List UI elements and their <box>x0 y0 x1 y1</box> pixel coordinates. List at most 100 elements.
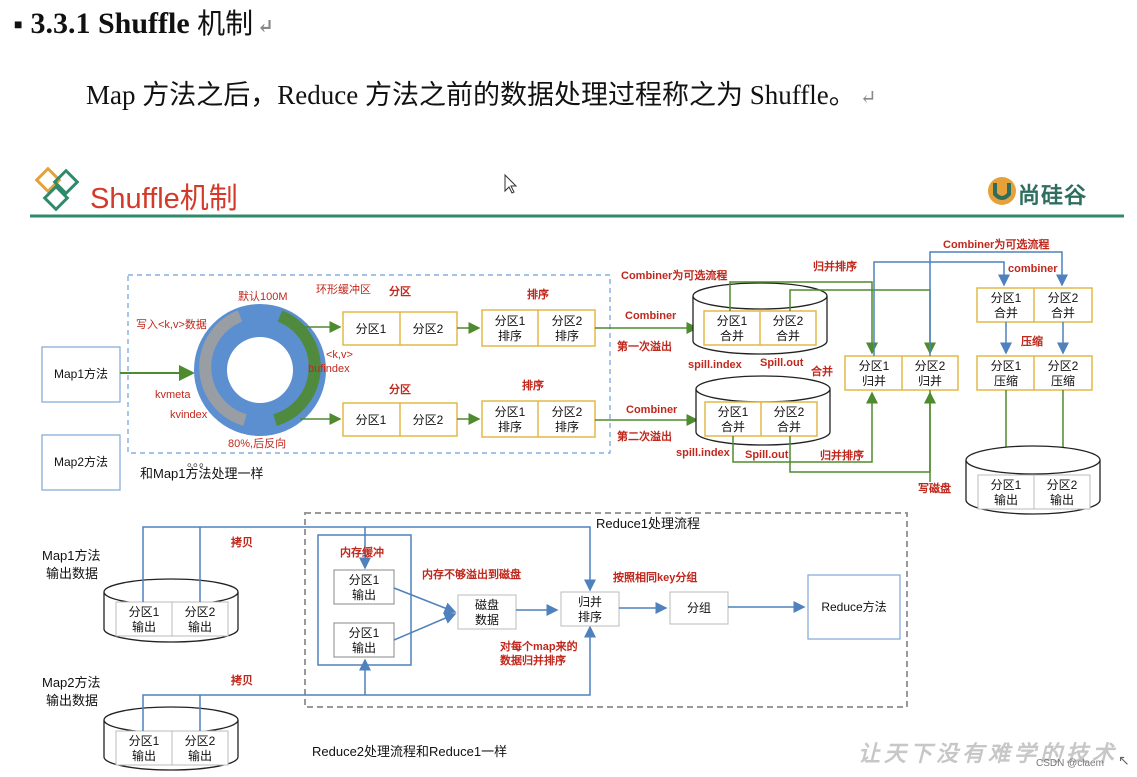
combiner-optional-label-right: Combiner为可选流程 <box>943 237 1049 251</box>
default-size-label: 默认100M <box>238 290 288 303</box>
kvmeta-label: kvmeta <box>155 389 191 401</box>
svg-text:分区2: 分区2 <box>185 734 216 748</box>
disk-data-box <box>457 594 517 630</box>
svg-text:分组: 分组 <box>687 601 711 615</box>
svg-text:磁盘: 磁盘 <box>475 597 499 612</box>
spill-index-label-2: spill.index <box>676 447 731 459</box>
merge-sort-label-bottom: 归并排序 <box>820 448 864 462</box>
return-mark-icon: ↵ <box>257 16 274 38</box>
svg-text:输出: 输出 <box>352 587 376 602</box>
svg-text:归并: 归并 <box>862 374 886 388</box>
combiner-label-2: Combiner <box>626 404 678 416</box>
mem-spill-label: 内存不够溢出到磁盘 <box>422 567 521 581</box>
mouse-cursor-icon <box>504 173 518 194</box>
write-disk-label: 写磁盘 <box>918 481 951 495</box>
svg-text:Reduce方法: Reduce方法 <box>821 599 886 614</box>
map2-label: Map2方法 <box>54 454 108 469</box>
partition2-label: 分区2 <box>413 322 444 336</box>
svg-text:合并: 合并 <box>1051 305 1075 320</box>
partition2-label: 分区2 <box>413 413 444 427</box>
per-map-merge-label-1: 对每个map来的 <box>500 639 578 653</box>
slide-title: Shuffle机制 <box>90 183 238 215</box>
sort2-label: 分区2 <box>552 314 583 328</box>
group-box <box>669 591 729 625</box>
combiner-optional-label: Combiner为可选流程 <box>621 268 727 282</box>
bufindex-label: bufindex <box>308 363 350 375</box>
svg-text:归并: 归并 <box>918 374 942 388</box>
compress-label: 压缩 <box>1021 334 1043 348</box>
svg-text:输出: 输出 <box>188 619 212 634</box>
svg-text:分区1: 分区1 <box>991 291 1022 305</box>
svg-text:输出: 输出 <box>994 492 1018 507</box>
spill-index-label-1: spill.index <box>688 359 743 371</box>
map-frame <box>127 274 611 454</box>
sort1-sub: 排序 <box>498 328 522 343</box>
copy-path-2 <box>142 625 596 731</box>
reduce-method-box <box>807 574 901 640</box>
sort2-sub: 排序 <box>555 328 579 343</box>
ring-buffer-label: 环形缓冲区 <box>316 282 371 296</box>
sort2-label: 分区2 <box>552 405 583 419</box>
write-kv-label: 写入<k,v>数据 <box>136 317 207 331</box>
svg-text:数据: 数据 <box>475 612 499 627</box>
svg-text:输出: 输出 <box>132 619 156 634</box>
copy-path-1 <box>142 526 596 602</box>
svg-text:合并: 合并 <box>721 419 745 434</box>
svg-text:分区1: 分区1 <box>859 359 890 373</box>
u-logo-icon <box>988 177 1016 205</box>
partition1-label: 分区1 <box>356 322 387 336</box>
reduce1-flow-label: Reduce1处理流程 <box>596 516 700 531</box>
heading-cn: 机制 <box>197 7 254 40</box>
copy-label-2: 拷贝 <box>231 673 253 687</box>
map1-output-label-2: 输出数据 <box>46 566 98 581</box>
merge-sort-path-bottom <box>732 391 878 463</box>
sort1-label: 分区1 <box>495 314 526 328</box>
svg-text:分区1: 分区1 <box>991 359 1022 373</box>
sort1-sub: 排序 <box>498 419 522 434</box>
combiner-label-1: Combiner <box>625 310 677 322</box>
partition-label-bottom: 分区 <box>389 382 411 396</box>
copy-label-1: 拷贝 <box>231 535 253 549</box>
merge-label: 合并 <box>811 364 833 378</box>
spill1-label: 第一次溢出 <box>617 339 672 353</box>
merge-sort-box <box>560 591 620 627</box>
partition-label-top: 分区 <box>389 284 411 298</box>
svg-text:合并: 合并 <box>776 328 800 343</box>
svg-text:分区1: 分区1 <box>349 573 380 587</box>
svg-text:归并: 归并 <box>578 595 602 609</box>
reverse-label: 80%,后反向 <box>228 436 286 450</box>
group-by-key-label: 按照相同key分组 <box>613 570 697 584</box>
svg-text:分区1: 分区1 <box>129 605 160 619</box>
credit-text: CSDN @claem <box>1036 758 1104 769</box>
svg-text:压缩: 压缩 <box>994 373 1018 388</box>
svg-text:排序: 排序 <box>578 609 602 624</box>
svg-text:合并: 合并 <box>777 419 801 434</box>
map2-box <box>41 434 121 491</box>
svg-text:分区1: 分区1 <box>991 478 1022 492</box>
mem-buffer-label: 内存缓冲 <box>340 545 384 559</box>
bullet-icon: ■ <box>14 18 23 34</box>
mem-buffer-box <box>317 534 412 666</box>
map2-output-label-2: 输出数据 <box>46 693 98 708</box>
map1-label: Map1方法 <box>54 366 108 381</box>
svg-text:分区1: 分区1 <box>718 405 749 419</box>
brand-name: 尚硅谷 <box>1018 183 1088 208</box>
intro-text: Map 方法之后，Reduce 方法之前的数据处理过程称之为 Shuffle。 <box>86 80 856 110</box>
combiner-lower-label: combiner <box>1008 263 1058 275</box>
ring-buffer-hole <box>227 337 293 403</box>
map2-same-note: 和Map1方法处理一样 <box>140 466 264 481</box>
per-map-merge-label-2: 数据归并排序 <box>500 653 566 667</box>
sort-label-top: 排序 <box>527 287 549 301</box>
merge-sort-label-top: 归并排序 <box>813 259 857 273</box>
combiner-path-2 <box>929 251 1068 356</box>
spill-out-label-2: Spill.out <box>745 449 789 461</box>
map1-box <box>41 346 121 403</box>
spill2-label: 第二次溢出 <box>617 429 672 443</box>
svg-text:分区2: 分区2 <box>773 314 804 328</box>
svg-text:分区1: 分区1 <box>129 734 160 748</box>
sort2-sub: 排序 <box>555 419 579 434</box>
svg-text:输出: 输出 <box>188 748 212 763</box>
reduce1-frame <box>304 512 908 708</box>
reduce2-note: Reduce2处理流程和Reduce1一样 <box>312 744 507 759</box>
